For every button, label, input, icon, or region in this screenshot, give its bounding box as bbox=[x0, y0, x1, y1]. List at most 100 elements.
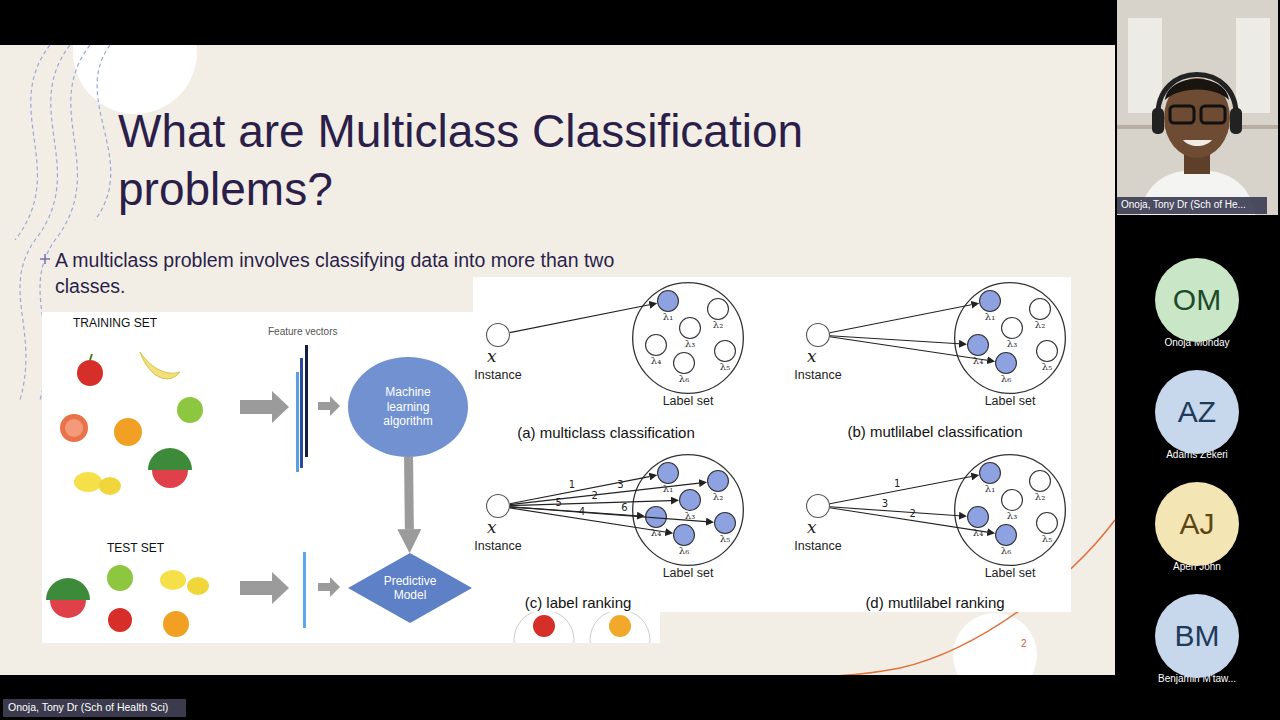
instance-circle-outline bbox=[486, 323, 510, 347]
label-circle-outline bbox=[679, 489, 701, 511]
video-window bbox=[1128, 18, 1162, 113]
node-text: x bbox=[487, 346, 497, 366]
node-text: λ₆ bbox=[989, 545, 1023, 557]
apple-icon bbox=[108, 608, 132, 632]
instance-circle: xInstance bbox=[806, 494, 830, 518]
node-text: x bbox=[487, 517, 497, 537]
node-text: λ₁ bbox=[651, 483, 685, 495]
label-set-circle: Label setλ₁λ₂λ₃λ₄λ₅λ₆ bbox=[632, 454, 744, 566]
node-text: Instance bbox=[458, 368, 538, 383]
rank-number: 3 bbox=[617, 479, 623, 490]
circle-shape bbox=[633, 283, 744, 394]
label-circle: λ₂ bbox=[1029, 298, 1051, 320]
label-circle: λ₂ bbox=[1029, 470, 1051, 492]
panel-caption: (a) multiclass classification bbox=[456, 424, 756, 442]
decor-blob bbox=[73, 45, 197, 114]
circle-shape bbox=[487, 495, 510, 518]
label-circle: λ₆ bbox=[673, 352, 695, 374]
participant-avatar: AZ bbox=[1155, 370, 1239, 454]
label-circle-outline bbox=[1036, 512, 1058, 534]
label-circle: λ₂ bbox=[707, 298, 729, 320]
instance-circle: xInstance bbox=[806, 323, 830, 347]
node-text: λ₅ bbox=[1030, 361, 1064, 373]
node-text: Label set bbox=[638, 566, 738, 581]
presenter-smile bbox=[1183, 140, 1212, 146]
circle-shape bbox=[1037, 341, 1058, 362]
circle-shape bbox=[968, 507, 989, 528]
label-circle-outline bbox=[967, 334, 989, 356]
node-text: λ₃ bbox=[995, 338, 1029, 350]
set-heading: TRAINING SET bbox=[73, 316, 157, 330]
circle-shape bbox=[996, 525, 1017, 546]
node-text: λ₂ bbox=[701, 491, 735, 503]
label-circle: λ₁ bbox=[979, 462, 1001, 484]
arrow-connector bbox=[830, 305, 972, 333]
instance-circle-outline bbox=[806, 494, 830, 518]
label-circle: λ₅ bbox=[714, 340, 736, 362]
figure-panel bbox=[473, 277, 1071, 612]
label-circle: λ₃ bbox=[1001, 489, 1023, 511]
label-circle-outline bbox=[1036, 340, 1058, 362]
label-circle-outline bbox=[979, 462, 1001, 484]
circle-shape bbox=[658, 463, 679, 484]
instance-circle: xInstance bbox=[486, 494, 510, 518]
rank-number: 3 bbox=[882, 498, 888, 509]
glasses bbox=[1170, 106, 1194, 123]
lemon-icon bbox=[187, 577, 209, 595]
node-text: Instance bbox=[458, 539, 538, 554]
circle-shape bbox=[1037, 513, 1058, 534]
instance-circle-outline bbox=[806, 323, 830, 347]
arrow-connector bbox=[510, 507, 637, 516]
node-text: x bbox=[807, 346, 817, 366]
orange-icon bbox=[114, 418, 142, 446]
arrow-connector bbox=[404, 457, 414, 529]
circle-shape bbox=[1030, 471, 1051, 492]
label-circle-outline bbox=[673, 524, 695, 546]
node-text: λ₆ bbox=[667, 373, 701, 385]
orange-icon bbox=[609, 615, 631, 637]
rank-number: 2 bbox=[909, 508, 915, 519]
label-circle: λ₁ bbox=[657, 290, 679, 312]
avatar-initials: OM bbox=[1173, 282, 1221, 318]
node-text: Label set bbox=[638, 394, 738, 409]
node-text: Machine learning algorithm bbox=[365, 385, 451, 428]
feature-vector-bar bbox=[303, 552, 306, 628]
node-text: λ₃ bbox=[673, 338, 707, 350]
label-circle-outline bbox=[645, 506, 667, 528]
arrow-connector bbox=[830, 507, 959, 516]
green-apple-icon bbox=[107, 565, 133, 591]
node-text: λ₅ bbox=[1030, 533, 1064, 545]
label-circle: λ₁ bbox=[657, 462, 679, 484]
participant-avatar: OM bbox=[1155, 258, 1239, 342]
circle-shape bbox=[715, 513, 736, 534]
node-text: λ₄ bbox=[961, 527, 995, 539]
flow-arrow bbox=[240, 391, 289, 423]
node-text: Instance bbox=[778, 368, 858, 383]
circle-shape bbox=[680, 490, 701, 511]
watermelon-icon bbox=[148, 448, 192, 470]
label-circle: λ₄ bbox=[645, 506, 667, 528]
label-circle: λ₆ bbox=[995, 352, 1017, 374]
slide-title: What are Multiclass Classification probl… bbox=[118, 103, 948, 218]
label-circle: λ₃ bbox=[1001, 317, 1023, 339]
label-set-circle: Label setλ₁λ₂λ₃λ₄λ₅λ₆ bbox=[954, 454, 1066, 566]
circle-shape bbox=[807, 324, 830, 347]
glasses bbox=[1201, 106, 1225, 123]
circle-shape bbox=[646, 335, 667, 356]
avatar-initials: AJ bbox=[1179, 506, 1214, 542]
label-circle: λ₅ bbox=[714, 512, 736, 534]
avatar-initials: AZ bbox=[1178, 394, 1216, 430]
arrow-connector bbox=[510, 483, 699, 505]
participant-name: Onoja Monday bbox=[1047, 337, 1280, 349]
label-circle-outline bbox=[1029, 298, 1051, 320]
circle-shape bbox=[708, 299, 729, 320]
lemon-icon bbox=[99, 477, 121, 495]
arrow-connector bbox=[830, 337, 987, 360]
label-circle-outline bbox=[967, 506, 989, 528]
avatar-circle bbox=[1155, 370, 1239, 454]
algorithm-ellipse: Machine learning algorithm bbox=[348, 357, 468, 457]
participant-name: Benjamin M'taw... bbox=[1047, 673, 1280, 685]
arrow-connector bbox=[830, 336, 959, 344]
participant-name: Onoja, Tony Dr (Sch of He... bbox=[1121, 199, 1246, 211]
label-circle-outline bbox=[714, 340, 736, 362]
